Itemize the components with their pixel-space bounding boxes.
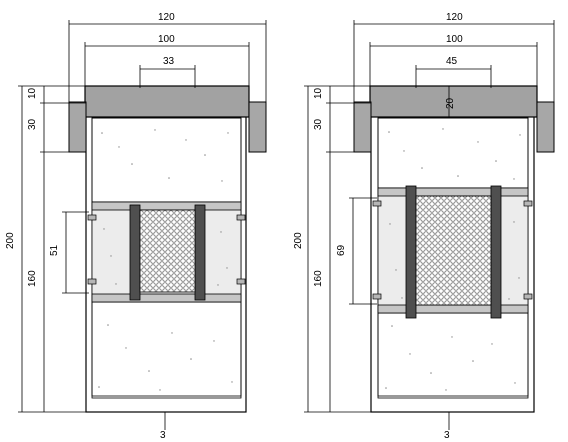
right-cap-inner-height-label: 20 <box>445 97 456 109</box>
left-specimen-drawing: 120 100 33 200 10 30 160 51 3 <box>5 12 267 441</box>
right-steel-frame <box>372 185 533 319</box>
left-dimension-lines <box>18 20 267 430</box>
right-lower-height-label: 160 <box>313 270 324 287</box>
right-mesh-width-label: 45 <box>446 56 458 67</box>
left-cap <box>68 85 267 153</box>
right-bottom-thickness-label: 3 <box>444 430 450 441</box>
left-concrete-texture <box>98 129 233 391</box>
right-cap <box>353 85 555 153</box>
left-inner-width-label: 100 <box>158 34 175 45</box>
left-mesh-width-label: 33 <box>163 56 175 67</box>
left-steel-frame <box>87 201 246 303</box>
left-upper-height-label: 30 <box>27 118 38 130</box>
left-total-height-label: 200 <box>5 232 16 249</box>
left-dimension-labels: 120 100 33 200 10 30 160 51 3 <box>5 12 175 441</box>
right-concrete-texture <box>385 128 521 391</box>
right-dimension-lines <box>304 20 555 430</box>
left-bottom-thickness-label: 3 <box>160 430 166 441</box>
right-inner-width-label: 100 <box>446 34 463 45</box>
left-mesh-height-label: 51 <box>49 244 60 256</box>
right-total-height-label: 200 <box>293 232 304 249</box>
left-lower-height-label: 160 <box>27 270 38 287</box>
left-outer-width-label: 120 <box>158 12 175 23</box>
right-mesh-height-label: 69 <box>336 244 347 256</box>
right-dimension-labels: 120 100 45 20 200 10 30 160 69 3 <box>293 12 463 441</box>
right-upper-height-label: 30 <box>313 118 324 130</box>
right-outer-width-label: 120 <box>446 12 463 23</box>
right-cap-height-label: 10 <box>313 87 324 99</box>
right-specimen-drawing: 120 100 45 20 200 10 30 160 69 3 <box>293 12 555 441</box>
left-cap-height-label: 10 <box>27 87 38 99</box>
